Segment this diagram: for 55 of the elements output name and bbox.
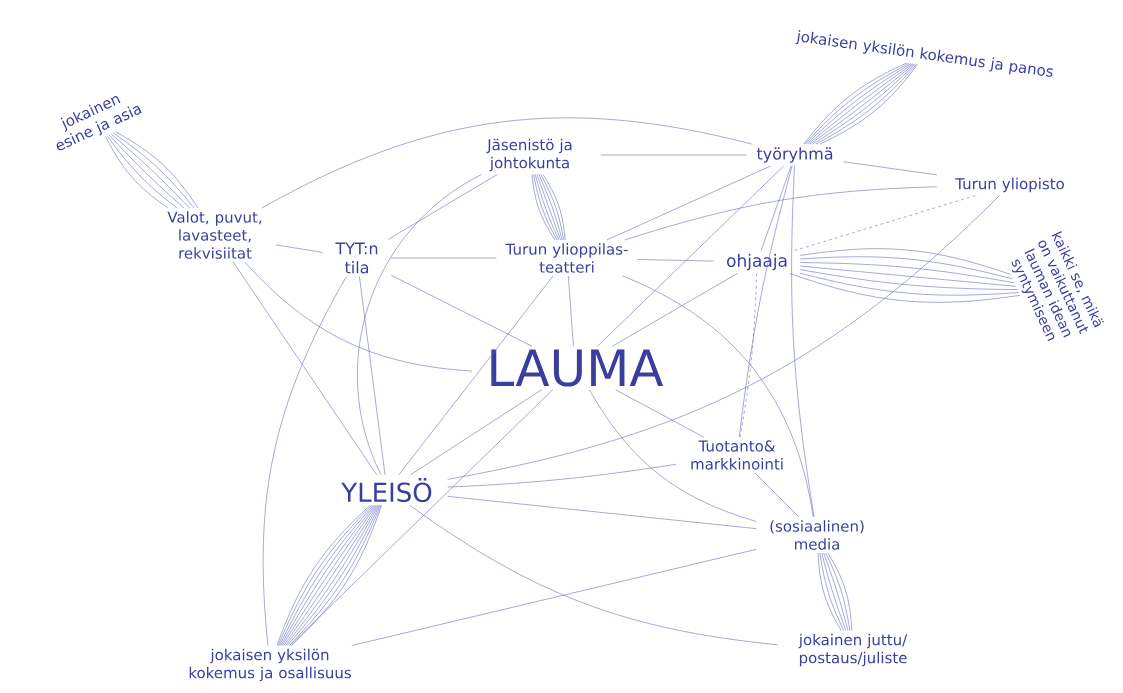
connector-line — [398, 275, 554, 476]
connector-line — [794, 195, 976, 251]
concept-label: Turun ylioppilas- teatteri — [505, 243, 628, 273]
connector-line — [739, 273, 757, 438]
connector-line — [615, 389, 705, 438]
concept-label: ohjaaja — [727, 253, 787, 271]
connector-line — [637, 259, 715, 262]
connector-line — [410, 389, 542, 476]
connector-line — [276, 504, 382, 646]
connector-line — [447, 463, 677, 488]
central-concept: LAUMA — [491, 349, 664, 387]
concept-label: Valot, puvut, lavasteet, rekvisiitat — [167, 211, 262, 259]
connector-line — [754, 472, 800, 518]
concept-label: jokainen juttu/ postaus/juliste — [798, 633, 908, 667]
concept-label: TYT:n tila — [335, 242, 378, 274]
connector-line — [789, 248, 1021, 303]
connector-line — [531, 174, 566, 241]
concept-label: Jäsenistö ja johtokunta — [486, 138, 572, 172]
connector-line — [351, 549, 757, 646]
connector-line — [232, 261, 378, 476]
connector-line — [760, 165, 792, 251]
connector-line — [357, 174, 482, 476]
connector-line — [606, 165, 772, 241]
connector-line — [622, 275, 814, 518]
concept-label: (sosiaalinen) media — [770, 520, 864, 550]
connector-line — [390, 274, 533, 347]
connector-line — [359, 276, 386, 476]
connector-line — [390, 257, 497, 259]
concept-label: jokaisen yksilön kokemus ja panos — [795, 30, 1053, 77]
connector-line — [803, 62, 918, 145]
connector-line — [817, 552, 853, 631]
connector-line — [275, 244, 324, 253]
connector-line — [612, 273, 738, 347]
connector-line — [842, 161, 938, 176]
connector-line — [388, 174, 498, 240]
concept-label: työryhmä — [756, 147, 833, 163]
concept-label: jokaisen yksilön kokemus ja osallisuus — [189, 648, 351, 682]
connector-line — [791, 165, 815, 518]
connector-line — [624, 186, 938, 241]
connector-line — [568, 275, 574, 347]
connector-line — [589, 389, 757, 522]
connector-line — [263, 276, 347, 646]
connector-line — [597, 165, 785, 347]
connector-line — [600, 154, 748, 156]
connector-line — [409, 504, 778, 646]
concept-label: Turun yliopisto — [955, 177, 1064, 193]
connector-line — [738, 165, 793, 438]
concept-label: YLEISÖ — [341, 477, 432, 503]
connector-line — [105, 131, 199, 209]
connector-line — [244, 261, 473, 372]
concept-label: Tuotanto& markkinointi — [691, 440, 783, 470]
connector-line — [447, 195, 1000, 480]
connector-line — [289, 389, 553, 646]
connector-line — [447, 496, 757, 529]
connector-line — [261, 117, 752, 209]
